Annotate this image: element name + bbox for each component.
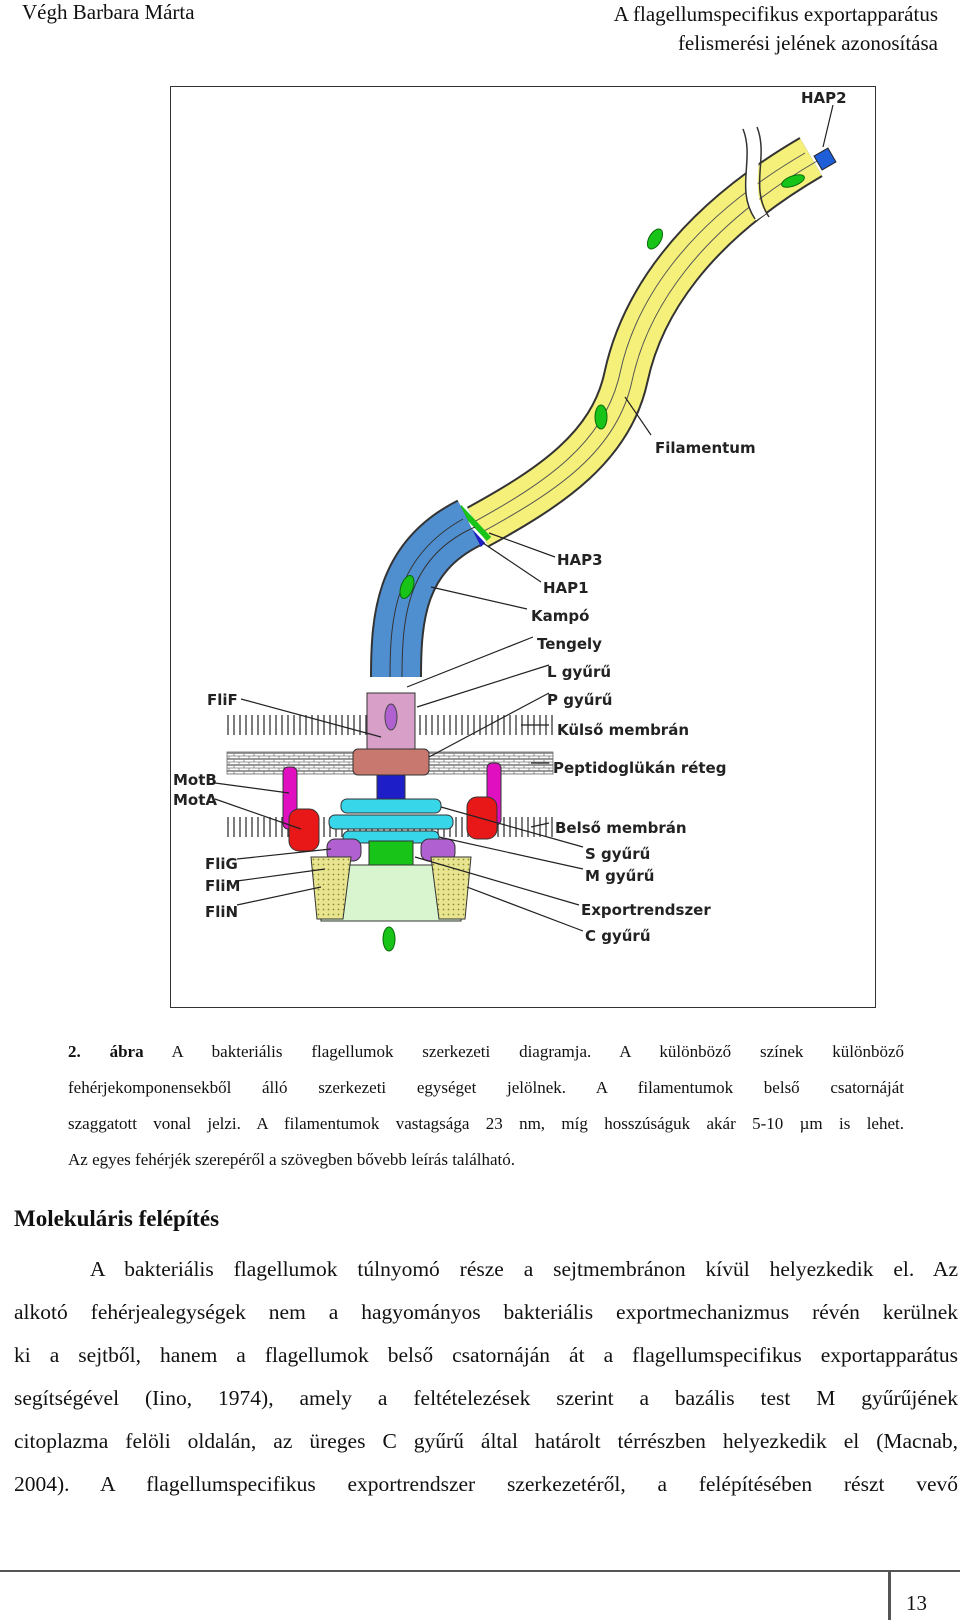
header-title-line2: felismerési jelének azonosítása [677, 31, 938, 55]
label-hap3: HAP3 [557, 551, 603, 569]
caption-line-4: Az egyes fehérjék szerepéről a szövegben… [68, 1150, 515, 1169]
label-hap1: HAP1 [543, 579, 589, 597]
label-mota: MotA [173, 791, 217, 809]
rod [376, 774, 406, 802]
label-exportrendszer: Exportrendszer [581, 901, 711, 919]
label-filamentum: Filamentum [655, 439, 756, 457]
label-kampo: Kampó [531, 607, 589, 625]
label-tengely: Tengely [537, 635, 602, 653]
subunit [594, 404, 608, 430]
page-number: 13 [906, 1591, 927, 1615]
label-hap2: HAP2 [801, 89, 847, 107]
label-kulso-membran: Külső membrán [557, 721, 689, 739]
body-line-1: A bakteriális flagellumok túlnyomó része… [90, 1257, 958, 1281]
leader-lines [214, 104, 834, 932]
p-ring [352, 748, 430, 776]
figure-caption: 2. ábra A bakteriális flagellumok szerke… [68, 1034, 904, 1178]
label-belso-membran: Belső membrán [555, 819, 687, 837]
footer-rule [0, 1570, 960, 1572]
caption-line-1: 2. ábra A bakteriális flagellumok szerke… [68, 1034, 904, 1070]
flagellum-diagram: HAP2 Filamentum HAP3 HAP1 Kampó Tengely … [173, 89, 847, 952]
body-line-3: ki a sejtből, hanem a flagellumok belső … [14, 1343, 958, 1367]
mota-left [288, 808, 320, 852]
caption-line-3: szaggatott vonal jelzi. A filamentumok v… [68, 1114, 904, 1133]
label-flin: FliN [205, 903, 238, 921]
label-peptidoglukan: Peptidoglükán réteg [553, 759, 726, 777]
body-paragraph: A bakteriális flagellumok túlnyomó része… [14, 1248, 958, 1506]
s-ring [340, 798, 442, 814]
rod-subunit [384, 703, 398, 731]
label-m-gyuru: M gyűrű [585, 867, 654, 885]
label-flim: FliM [205, 877, 240, 895]
body-line-2: alkotó fehérjealegységek nem a hagyomány… [14, 1300, 958, 1324]
hap2-cap [813, 147, 837, 171]
label-flif: FliF [207, 691, 238, 709]
subunit [646, 228, 664, 250]
label-s-gyuru: S gyűrű [585, 845, 650, 863]
label-flig: FliG [205, 855, 238, 873]
body-line-5: citoplazma felöli oldalán, az üreges C g… [14, 1429, 958, 1453]
label-c-gyuru: C gyűrű [585, 927, 651, 945]
label-p-gyuru: P gyűrű [547, 691, 613, 709]
caption-text-1: A bakteriális flagellumok szerkezeti dia… [171, 1042, 905, 1061]
header-title-line1: A flagellumspecifikus exportapparátus [613, 2, 938, 26]
ms-ring [328, 814, 454, 830]
label-l-gyuru: L gyűrű [547, 663, 611, 681]
label-motb: MotB [173, 771, 217, 789]
c-ring-right [430, 856, 472, 920]
export-apparatus [368, 840, 414, 870]
section-title: Molekuláris felépítés [14, 1206, 220, 1231]
caption-fig-label: 2. ábra [68, 1042, 144, 1061]
subunit [781, 174, 805, 188]
header-author: Végh Barbara Márta [22, 0, 195, 24]
subunit [399, 575, 415, 599]
flagellum-diagram-frame: HAP2 Filamentum HAP3 HAP1 Kampó Tengely … [170, 86, 876, 1008]
footer-divider [888, 1570, 891, 1620]
header-title: A flagellumspecifikus exportapparátus fe… [614, 0, 938, 58]
c-ring-left [310, 856, 352, 920]
caption-line-2: fehérjekomponensekből álló szerkezeti eg… [68, 1078, 904, 1097]
body-line-6: 2004). A flagellumspecifikus exportrends… [14, 1472, 958, 1496]
subunit [382, 926, 396, 952]
hap3-band [456, 504, 492, 542]
body-line-4: segítségével (Iino, 1974), amely a felté… [14, 1386, 958, 1410]
